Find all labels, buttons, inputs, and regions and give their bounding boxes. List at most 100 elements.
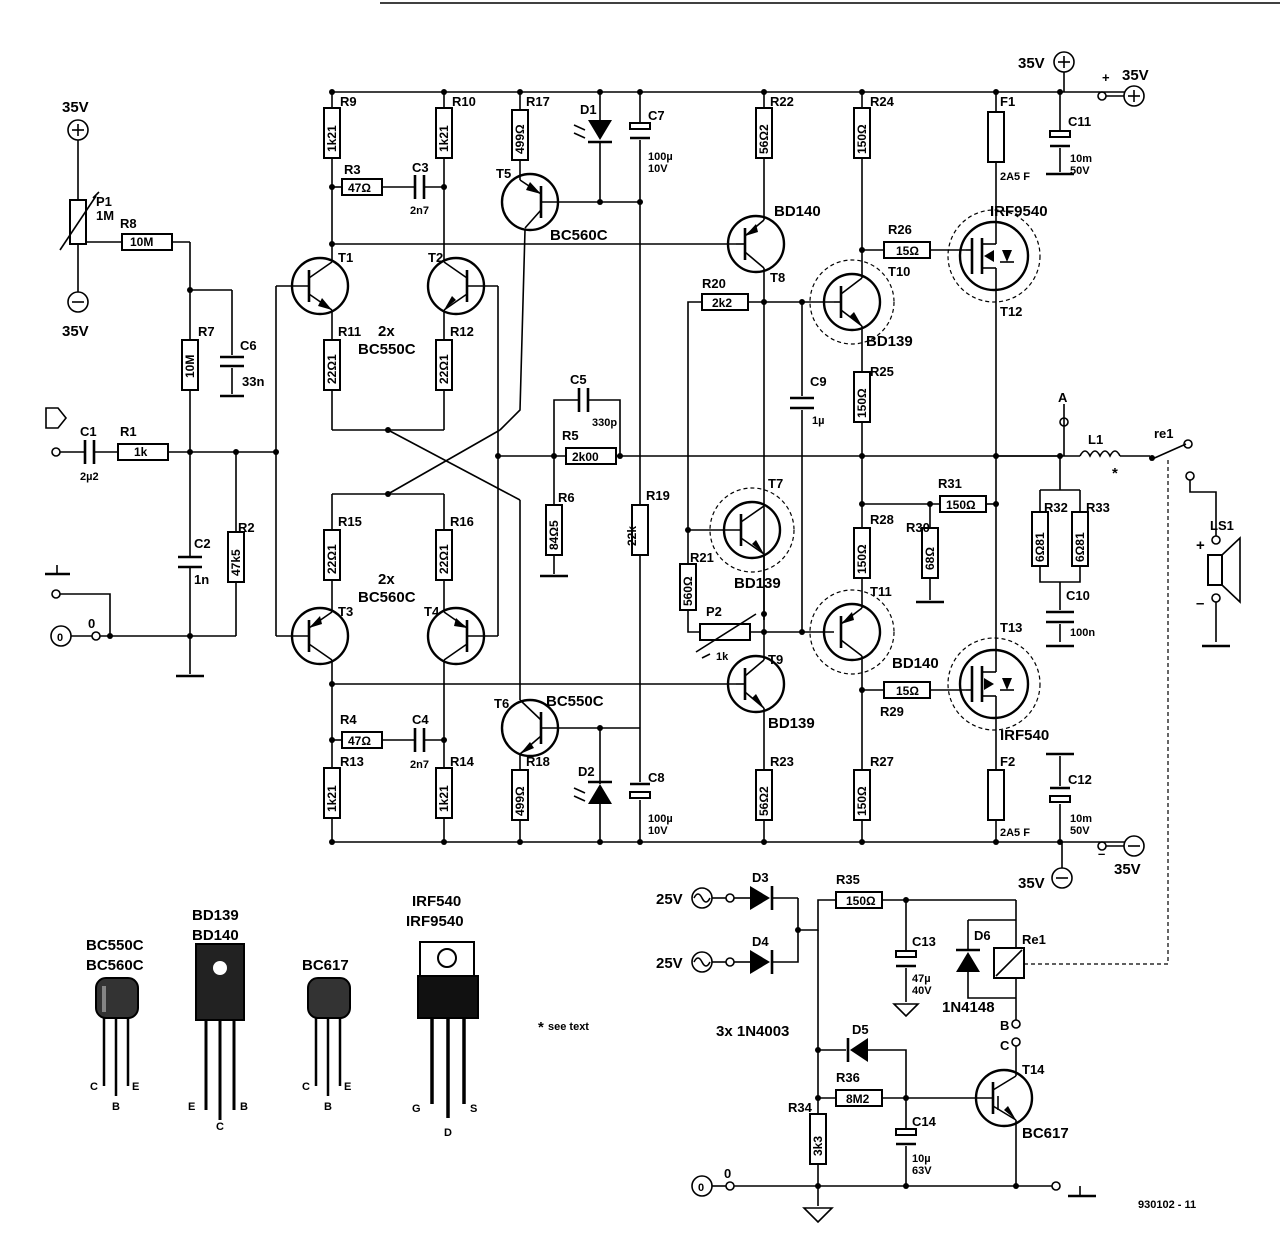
value-label: 1k21 [437, 125, 451, 152]
diode-group-label: 3x 1N4003 [716, 1023, 789, 1040]
ref-label: T4 [424, 604, 440, 619]
type-label: BD140 [774, 203, 821, 220]
pair-type: BC550C [358, 341, 416, 358]
value-label: 10m [1070, 153, 1092, 165]
type-label: 1N4148 [942, 999, 995, 1016]
value-label: 100n [1070, 627, 1095, 639]
value-label: 68Ω [923, 547, 937, 570]
pin-label: E [344, 1081, 351, 1093]
value-label: 10M [130, 235, 153, 249]
value-label: 22k [625, 526, 639, 546]
value-label: 499Ω [513, 786, 527, 816]
ref-label: C11 [1068, 114, 1091, 129]
ref-label: T5 [496, 166, 511, 181]
pin-label: S [470, 1103, 477, 1115]
ref-label: R15 [338, 514, 362, 529]
voltage-label: 50V [1070, 165, 1090, 177]
value-label: 22Ω1 [325, 544, 339, 574]
ref-label: R33 [1086, 500, 1110, 515]
pin-label: E [132, 1081, 139, 1093]
value-label: 2k00 [572, 450, 599, 464]
svg-text:+: + [1196, 537, 1205, 554]
value-label: 330p [592, 417, 617, 429]
svg-text:*: * [1112, 465, 1118, 482]
ref-label: R32 [1044, 500, 1068, 515]
ref-label: D5 [852, 1022, 869, 1037]
value-label: 10m [1070, 813, 1092, 825]
ground-label: 0 [88, 616, 95, 631]
value-label: 47k5 [229, 549, 243, 576]
ref-label: R14 [450, 754, 475, 769]
voltage-label: 10V [648, 163, 668, 175]
value-label: 47Ω [348, 734, 371, 748]
value-label: 47µ [912, 973, 931, 985]
ref-label: R26 [888, 222, 912, 237]
value-label: 150Ω [855, 786, 869, 816]
ref-label: C14 [912, 1114, 937, 1129]
footnote: see text [548, 1021, 589, 1033]
test-point-label: A [1058, 390, 1068, 405]
ref-label: R12 [450, 324, 474, 339]
ref-label: P2 [706, 604, 722, 619]
value-label: 47Ω [348, 181, 371, 195]
value-label: 15Ω [896, 684, 919, 698]
value-label: 150Ω [855, 124, 869, 154]
ref-label: C6 [240, 338, 257, 353]
value-label: 2n7 [410, 759, 429, 771]
ref-label: T2 [428, 250, 443, 265]
ref-label: C1 [80, 424, 97, 439]
package-drawings [95, 941, 479, 1120]
pin-label: D [444, 1127, 452, 1139]
value-label: 6Ω81 [1073, 532, 1087, 562]
driver-stage [679, 89, 834, 845]
value-label: 560Ω [681, 576, 695, 606]
ref-label: T12 [1000, 304, 1022, 319]
drawing-number: 930102 - 11 [1138, 1199, 1196, 1211]
package-name: BD139 [192, 907, 239, 924]
pin-label: B [324, 1101, 332, 1113]
pin-label: C [90, 1081, 98, 1093]
svg-text:0: 0 [698, 1182, 704, 1194]
pair-count: 2x [378, 323, 395, 340]
ref-label: R13 [340, 754, 364, 769]
type-label: IRF9540 [990, 203, 1048, 220]
value-label: 1k21 [325, 785, 339, 812]
value-label: 10M [183, 355, 197, 378]
value-label: 150Ω [946, 498, 976, 512]
ref-label: C13 [912, 934, 936, 949]
voltage-label: 50V [1070, 825, 1090, 837]
type-label: BD139 [768, 715, 815, 732]
value-label: 10µ [912, 1153, 931, 1165]
ref-label: R11 [338, 324, 361, 339]
ref-label: D6 [974, 928, 991, 943]
type-label: IRF540 [1000, 727, 1049, 744]
value-label: 15Ω [896, 244, 919, 258]
ref-label: C10 [1066, 588, 1090, 603]
supply-label: 35V [62, 99, 89, 116]
ref-label: R31 [938, 476, 962, 491]
ref-label: C8 [648, 770, 665, 785]
value-label: 6Ω81 [1033, 532, 1047, 562]
value-label: 1k [134, 445, 148, 459]
ref-label: R2 [238, 520, 255, 535]
ref-label: R3 [344, 162, 361, 177]
value-label: 8M2 [846, 1092, 870, 1106]
ref-label: T3 [338, 604, 353, 619]
ref-label: R27 [870, 754, 894, 769]
value-label: 3k3 [811, 1136, 825, 1156]
value-label: 1µ [812, 415, 824, 427]
pair-type: BC560C [358, 589, 416, 606]
package-name: BD140 [192, 927, 239, 944]
ref-label: R23 [770, 754, 794, 769]
package-name: BC560C [86, 957, 144, 974]
ref-label: F1 [1000, 94, 1015, 109]
package-name: IRF9540 [406, 913, 464, 930]
value-label: 22Ω1 [325, 354, 339, 384]
value-label: 1M [96, 208, 114, 223]
pair-count: 2x [378, 571, 395, 588]
ref-label: R18 [526, 754, 550, 769]
ref-label: R8 [120, 216, 137, 231]
value-label: 2k2 [712, 296, 732, 310]
svg-text:*: * [538, 1019, 544, 1036]
